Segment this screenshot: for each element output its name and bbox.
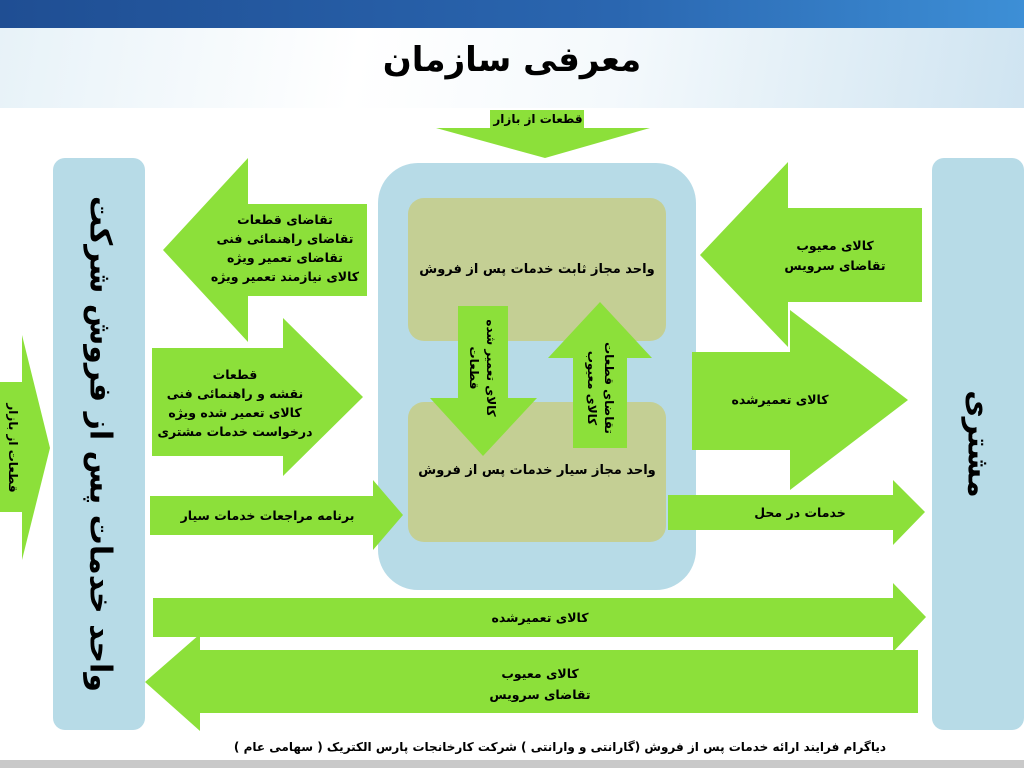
- market-parts-top-label: قطعات از بازار: [493, 112, 583, 126]
- left-unit-label: واحد خدمات پس از فروش شرکت: [82, 196, 118, 692]
- arrow-up-internal: [548, 302, 652, 448]
- requests-arrow-label: تقاضای قطعات تقاضای راهنمائی فنی تقاضای …: [210, 212, 360, 284]
- customer-label: مشتری: [960, 390, 996, 498]
- arrow-visit-program: [150, 480, 403, 550]
- bottom-repaired-label: کالای تعمیرشده: [491, 610, 589, 625]
- header-band: [0, 28, 1024, 108]
- arrow-bottom-defective: [145, 634, 918, 731]
- left-unit-panel: [53, 158, 145, 730]
- down-arrow-label: کالای تعمیر شده قطعات: [467, 319, 498, 417]
- market-parts-left-label: قطعات از بازار: [6, 403, 20, 493]
- up-arrow-label: تقاضای قطعات کالای معیوب: [585, 342, 616, 434]
- arrow-customer-in: [700, 162, 922, 347]
- page-title: معرفی سازمان: [382, 40, 642, 80]
- arrow-parts-to-customer: [152, 318, 363, 476]
- arrow-bottom-repaired: [153, 583, 926, 652]
- top-bar: [0, 0, 1024, 28]
- customer-in-label: کالای معیوب تقاضای سرویس: [784, 238, 886, 273]
- arrow-down-internal: [430, 306, 537, 456]
- arrow-repaired-out: [692, 310, 908, 490]
- bottom-bar: [0, 760, 1024, 768]
- arrow-market-parts-left: [0, 335, 50, 560]
- arrow-requests-to-unit: [163, 158, 367, 342]
- bottom-defective-label: کالای معیوب تقاضای سرویس: [489, 666, 591, 702]
- arrow-market-parts-top: [436, 110, 650, 158]
- fixed-unit-label: واحد مجاز ثابت خدمات پس از فروش: [419, 262, 655, 277]
- visit-program-label: برنامه مراجعات خدمات سیار: [180, 508, 355, 523]
- parts-arrow-label: قطعات نقشه و راهنمائی فنی کالای تعمیر شد…: [157, 367, 313, 439]
- mobile-unit-label: واحد مجاز سیار خدمات پس از فروش: [418, 463, 656, 478]
- onsite-label: خدمات در محل: [754, 505, 846, 520]
- diagram-caption: دیاگرام فرایند ارائه خدمات پس از فروش (گ…: [233, 740, 887, 754]
- repaired-out-label: کالای تعمیرشده: [731, 392, 829, 407]
- arrow-onsite: [668, 480, 925, 545]
- customer-panel: [932, 158, 1024, 730]
